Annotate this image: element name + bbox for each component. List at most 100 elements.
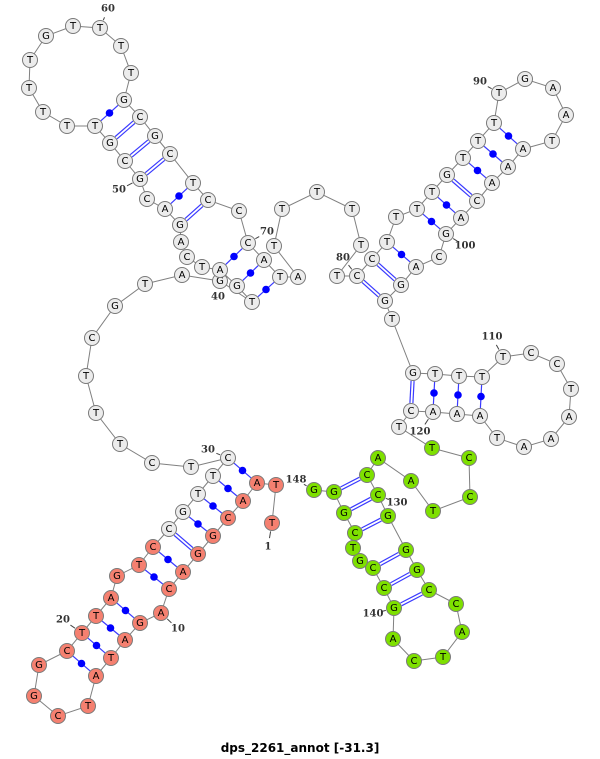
position-label: 120 — [410, 427, 431, 438]
nucleotide-145: C — [347, 525, 363, 541]
base-pair-42-71 — [242, 265, 259, 281]
pair-dot-icon — [175, 192, 183, 200]
pair-dot-icon — [238, 466, 247, 475]
nucleotide-letter: T — [92, 408, 100, 419]
nucleotide-letter: T — [383, 237, 391, 248]
rna-secondary-structure: TTAACGGACAGATATCGGCTTAGTCCGTTCTCTTTCGTAG… — [21, 4, 579, 724]
base-pair-89-95 — [499, 127, 518, 145]
nucleotide-letter: T — [548, 136, 556, 147]
nucleotide-letter: G — [136, 618, 144, 629]
nucleotide-34: T — [88, 405, 104, 421]
nucleotide-119: A — [449, 406, 465, 422]
base-pair-47-68 — [184, 203, 204, 222]
nucleotide-letter: A — [375, 453, 382, 464]
nucleotide-letter: T — [395, 422, 403, 433]
nucleotide-letter: G — [310, 485, 318, 496]
nucleotide-letter: T — [357, 240, 365, 251]
numbering-tick — [216, 452, 221, 456]
nucleotide-letter: T — [91, 121, 99, 132]
nucleotide-letter: G — [42, 31, 50, 42]
nucleotide-24: T — [131, 557, 147, 573]
nucleotide-letter: G — [179, 507, 187, 518]
base-pair-81-103 — [376, 262, 397, 282]
nucleotide-letter: T — [92, 611, 100, 622]
numbering-tick — [385, 497, 389, 500]
base-pair-134-140 — [400, 591, 423, 607]
nucleotide-58: G — [38, 28, 54, 44]
nucleotide-letter: C — [426, 585, 433, 596]
nucleotide-139: A — [385, 631, 401, 647]
nucleotide-letter: C — [122, 156, 129, 167]
nucleotide-128: A — [370, 450, 386, 466]
nucleotide-77: T — [344, 201, 360, 217]
nucleotide-12: A — [117, 632, 133, 648]
nucleotide-letter: C — [375, 490, 382, 501]
nucleotide-letter: T — [474, 136, 482, 147]
nucleotide-letter: T — [567, 384, 575, 395]
nucleotide-81: C — [364, 251, 380, 267]
nucleotide-109: T — [474, 369, 490, 385]
nucleotide-letter: G — [402, 545, 410, 556]
nucleotide-55: T — [35, 104, 51, 120]
nucleotide-letter: T — [429, 506, 437, 517]
position-label: 100 — [455, 241, 476, 252]
pair-dot-icon — [442, 201, 451, 209]
nucleotide-144: T — [345, 540, 361, 556]
nucleotide-33: T — [112, 436, 128, 452]
nucleotide-letter: G — [209, 531, 217, 542]
position-label: 140 — [363, 609, 384, 620]
base-pair-84-100 — [422, 213, 441, 230]
numbering-tick — [255, 236, 260, 240]
nucleotide-35: T — [78, 368, 94, 384]
nucleotide-43: A — [212, 262, 228, 278]
nucleotide-100: G — [438, 226, 454, 242]
nucleotide-letter: G — [521, 74, 529, 85]
base-pair-3-30 — [233, 462, 252, 479]
base-pair-131-145 — [361, 517, 382, 532]
nucleotide-26: C — [161, 521, 177, 537]
nucleotide-letter: T — [26, 55, 34, 66]
nucleotide-28: T — [190, 486, 206, 502]
nucleotide-letter: A — [254, 478, 261, 489]
nucleotide-127: A — [403, 473, 419, 489]
nucleotide-letter: T — [82, 371, 90, 382]
pair-dot-icon — [427, 217, 436, 226]
nucleotide-letter: G — [443, 170, 451, 181]
numbering-tick — [126, 182, 133, 187]
base-pair-86-98 — [451, 178, 473, 198]
position-label: 20 — [56, 615, 70, 626]
nucleotide-letter: A — [459, 627, 466, 638]
nucleotide-letter: T — [116, 439, 124, 450]
base-pair-41-72 — [257, 281, 275, 298]
nucleotide-letter: T — [278, 204, 286, 215]
nucleotide-letter: T — [25, 83, 33, 94]
nucleotide-96: A — [500, 159, 516, 175]
nucleotide-114: A — [561, 409, 577, 425]
nucleotide-90: T — [491, 85, 507, 101]
position-label: 110 — [482, 332, 503, 343]
nucleotide-72: T — [272, 269, 288, 285]
nucleotide-121: C — [403, 403, 419, 419]
nucleotide-letter: A — [295, 272, 302, 283]
nucleotide-117: T — [489, 430, 505, 446]
pair-dot-icon — [504, 132, 513, 140]
nucleotide-30: C — [220, 450, 236, 466]
nucleotide-107: T — [427, 366, 443, 382]
nucleotide-140: G — [386, 600, 402, 616]
nucleotide-25: C — [145, 539, 161, 555]
nucleotide-13: T — [103, 650, 119, 666]
position-label: 1 — [265, 542, 272, 553]
nucleotide-letter: C — [225, 513, 232, 524]
base-pair-53-63 — [100, 104, 119, 122]
nucleotide-letter: G — [413, 565, 421, 576]
nucleotide-32: C — [144, 455, 160, 471]
nucleotide-84: T — [409, 201, 425, 217]
numbering-tick — [70, 624, 76, 629]
nucleotide-letter: T — [135, 560, 143, 571]
base-pair-51-65 — [129, 139, 151, 158]
nucleotide-22: A — [103, 590, 119, 606]
nucleotide-letter: C — [352, 528, 359, 539]
nucleotide-6: G — [205, 528, 221, 544]
nucleotide-45: C — [179, 249, 195, 265]
nucleotide-89: T — [486, 115, 502, 131]
